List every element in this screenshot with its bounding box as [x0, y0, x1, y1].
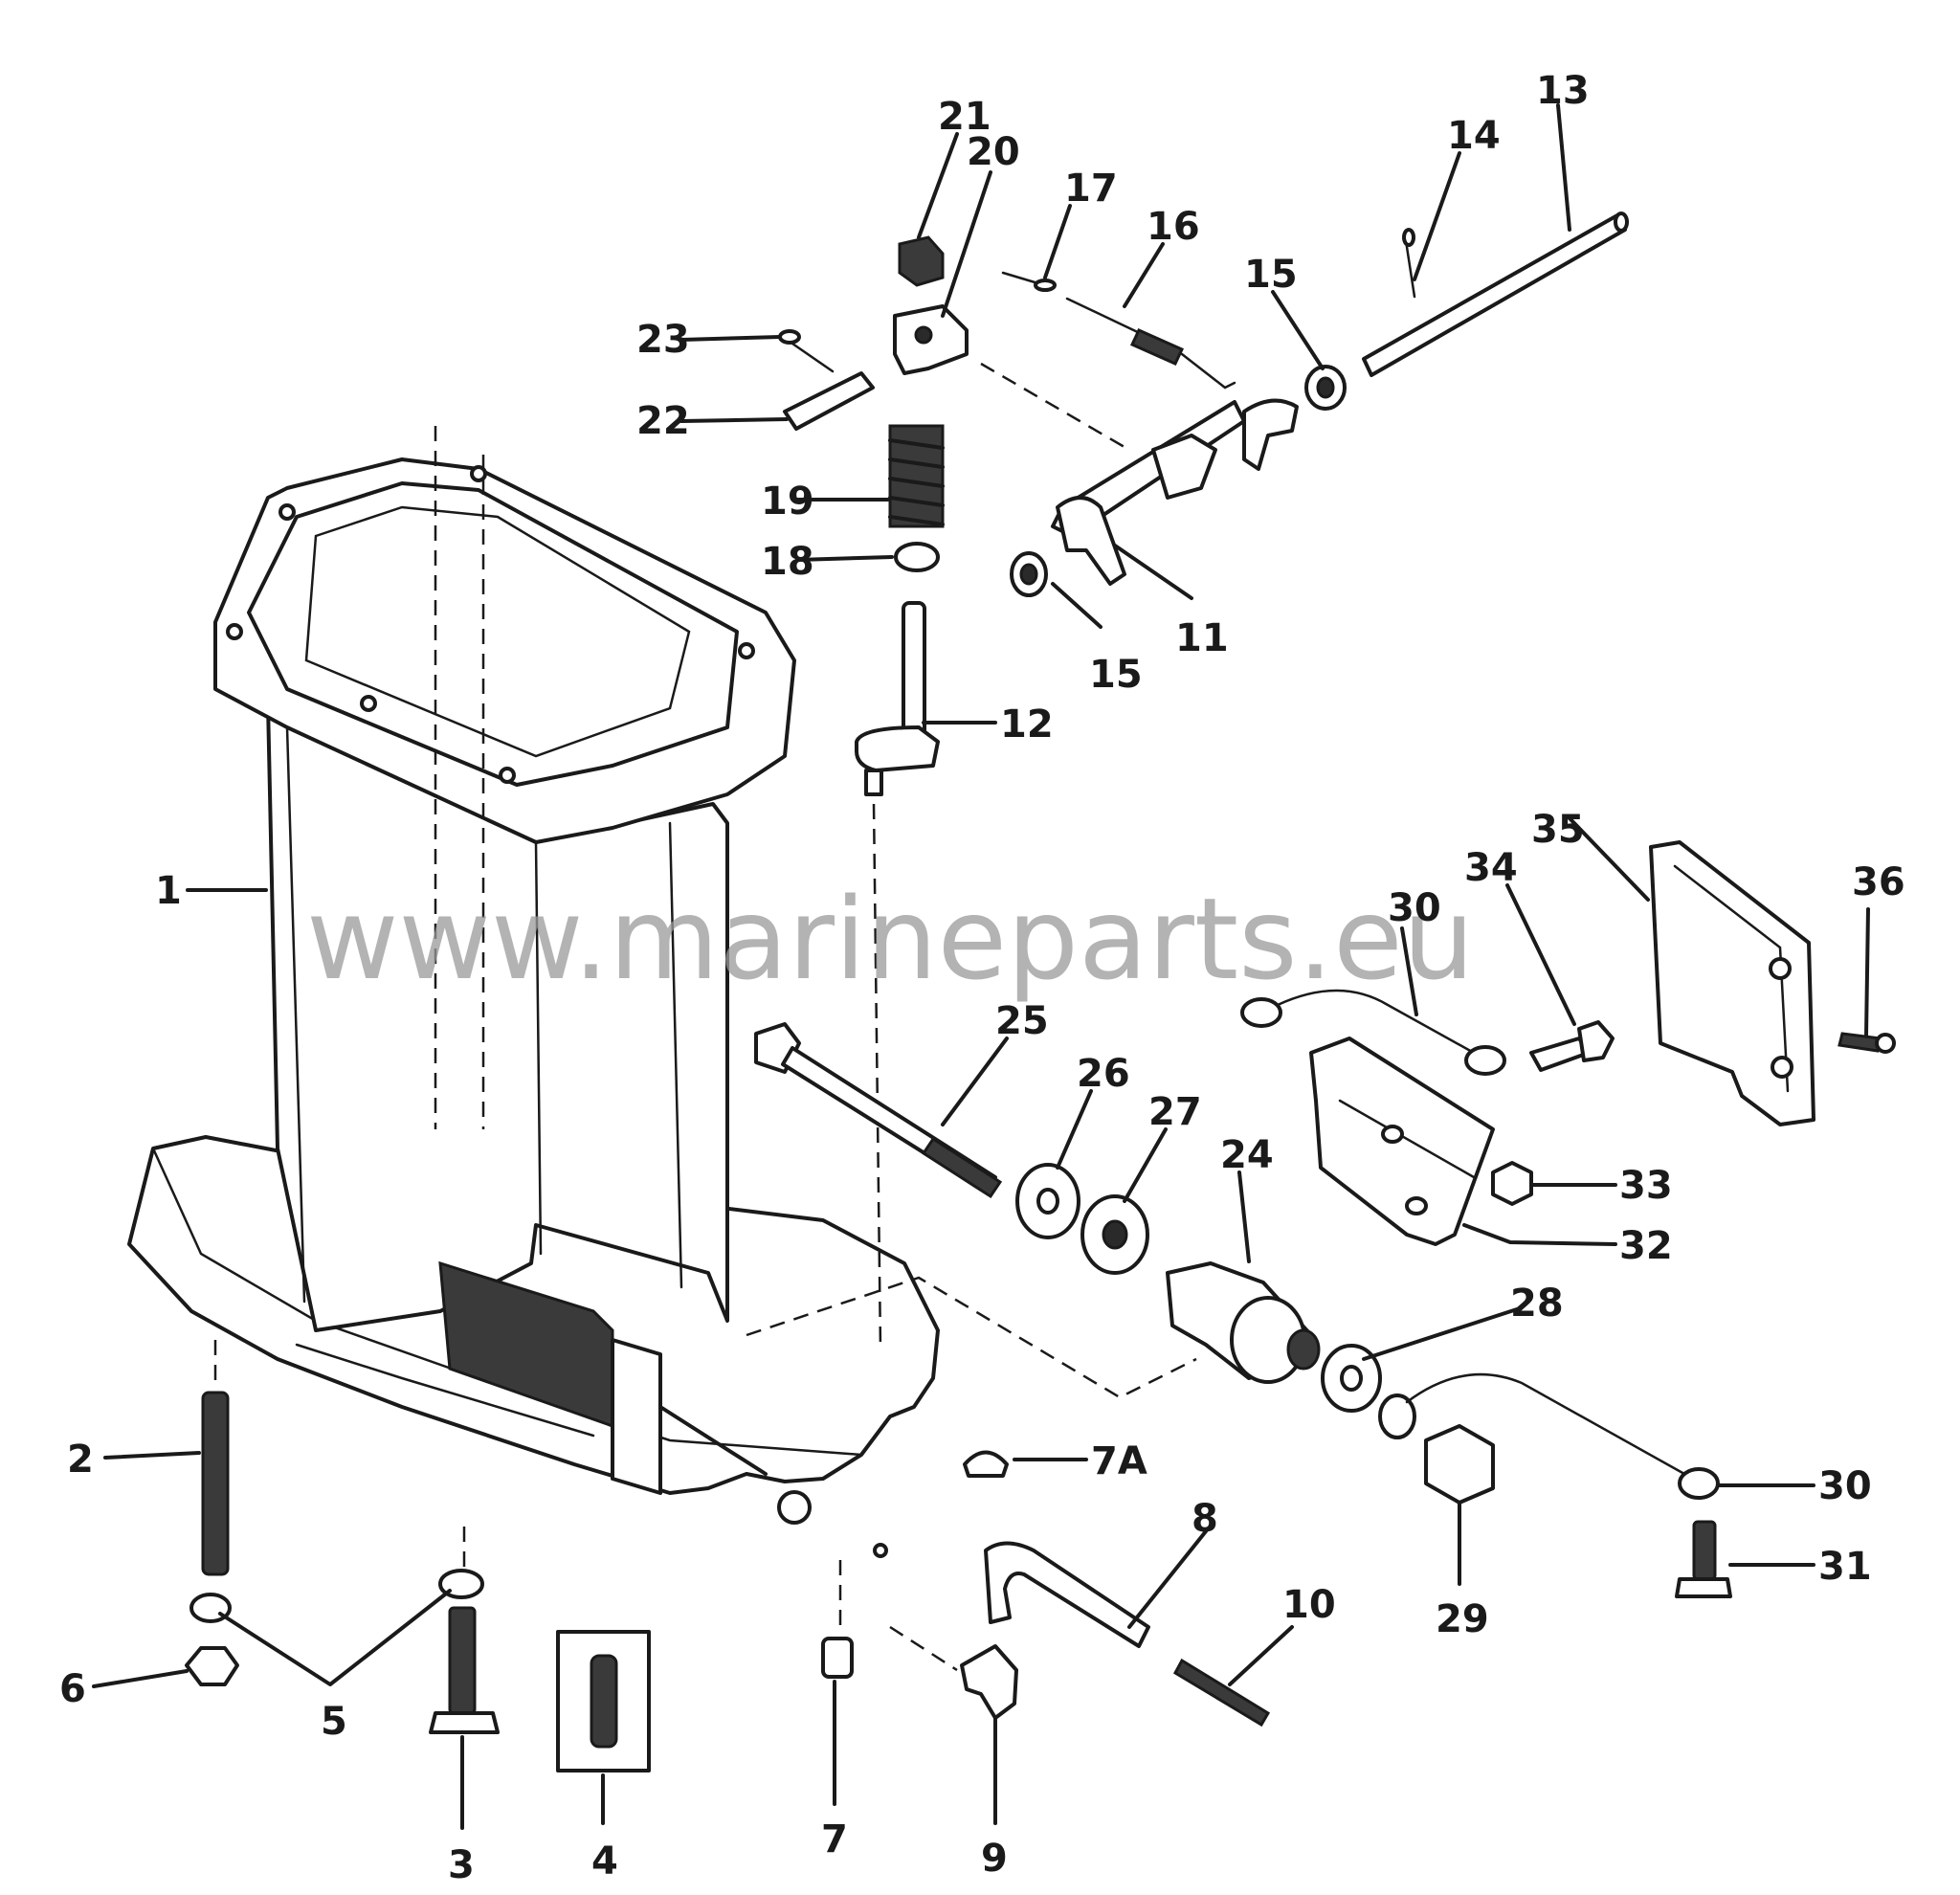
- spring-19: [888, 424, 945, 528]
- screw-31: [1675, 1520, 1732, 1598]
- callout-3: 3: [448, 1843, 475, 1887]
- callout-28: 28: [1510, 1282, 1564, 1326]
- callout-30-lower: 30: [1818, 1464, 1872, 1508]
- nut-33: [1491, 1161, 1533, 1206]
- driveshaft-housing: [127, 426, 940, 1558]
- shift-lever-20: [893, 304, 969, 375]
- through-bolt-25: [754, 1022, 1003, 1199]
- cap-21: [898, 235, 945, 287]
- shift-rod-13: [1362, 212, 1629, 377]
- mount-dashed-leader: [746, 1276, 1197, 1399]
- callout-11: 11: [1175, 616, 1229, 660]
- watermark-text: www.marineparts.eu: [306, 873, 1475, 1005]
- callout-labels: 1 2 3 4 5 6 7 7A 8 9 10 11 12 13 14 15 1…: [59, 69, 1905, 1887]
- callout-2: 2: [67, 1438, 94, 1482]
- callout-33: 33: [1619, 1164, 1673, 1208]
- fitting: [889, 1625, 1018, 1720]
- shift-shaft: [855, 601, 940, 1350]
- washer: [189, 1569, 484, 1623]
- bolt-34: [1529, 1020, 1615, 1072]
- callout-36: 36: [1852, 860, 1905, 904]
- callout-18: 18: [761, 540, 814, 584]
- callout-14: 14: [1447, 114, 1501, 158]
- callout-8: 8: [1192, 1497, 1218, 1541]
- drain-plug: [821, 1560, 854, 1679]
- washer-27: [1080, 1194, 1149, 1275]
- callout-26: 26: [1077, 1052, 1130, 1096]
- callout-13: 13: [1536, 69, 1590, 113]
- callout-24: 24: [1220, 1133, 1274, 1177]
- callout-30-upper: 30: [1388, 886, 1441, 930]
- washer-26: [1015, 1163, 1080, 1239]
- callout-4: 4: [591, 1839, 618, 1884]
- callout-1: 1: [155, 869, 182, 913]
- cotter-pin-17: [1001, 271, 1057, 292]
- callout-6: 6: [59, 1667, 86, 1711]
- rubber-mount-24: [1166, 1261, 1321, 1384]
- callout-9: 9: [981, 1837, 1008, 1881]
- callout-15-lower: 15: [1089, 653, 1143, 697]
- ground-strap-30a: [1240, 989, 1506, 1076]
- callout-16: 16: [1147, 205, 1200, 249]
- callout-35: 35: [1531, 808, 1585, 852]
- callout-12: 12: [1000, 702, 1054, 747]
- bolt: [429, 1527, 500, 1734]
- callout-10: 10: [1282, 1583, 1336, 1627]
- callout-25: 25: [995, 999, 1049, 1043]
- callout-27: 27: [1148, 1090, 1202, 1134]
- pin-22: [783, 371, 875, 431]
- cap-7a: [963, 1450, 1009, 1478]
- bushing-15: [1010, 365, 1347, 597]
- spring-16: [1065, 297, 1236, 390]
- water-tube: [984, 1541, 1150, 1648]
- screen-pin: [1173, 1658, 1271, 1728]
- cover-35: [1649, 840, 1815, 1126]
- mount-bracket-32: [1309, 1037, 1495, 1246]
- callout-5: 5: [321, 1700, 347, 1744]
- cotter-pin-23: [778, 329, 835, 373]
- cotter-pin-14: [1402, 228, 1416, 299]
- washer-18: [894, 542, 940, 572]
- callout-19: 19: [761, 479, 814, 524]
- callout-20: 20: [967, 130, 1020, 174]
- anode-kit-box: [556, 1630, 651, 1772]
- stud: [201, 1340, 230, 1576]
- callout-7a: 7A: [1091, 1439, 1147, 1483]
- callout-17: 17: [1064, 167, 1118, 211]
- callout-29: 29: [1436, 1597, 1489, 1641]
- callout-32: 32: [1619, 1224, 1673, 1268]
- callout-7: 7: [821, 1817, 848, 1862]
- callout-31: 31: [1818, 1545, 1872, 1589]
- nut-29: [1424, 1424, 1495, 1505]
- screw-36: [1838, 1032, 1896, 1054]
- callout-15-upper: 15: [1244, 253, 1298, 297]
- nut: [185, 1646, 239, 1686]
- leader-lines: [92, 103, 1870, 1830]
- callout-23: 23: [636, 318, 690, 362]
- callout-34: 34: [1464, 846, 1518, 890]
- callout-22: 22: [636, 399, 690, 443]
- washer-28: [1321, 1344, 1382, 1413]
- callout-21: 21: [938, 95, 991, 139]
- shift-shaft-assembly-11: [980, 362, 1299, 586]
